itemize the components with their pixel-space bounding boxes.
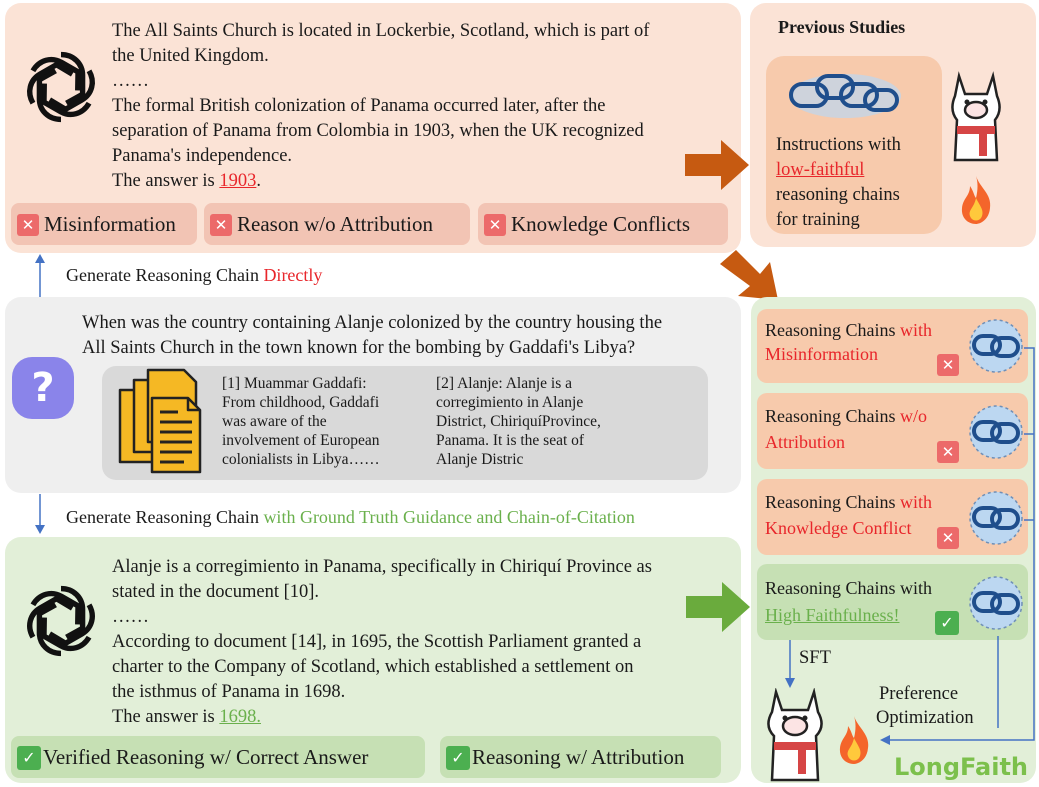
orange-diagonal-arrow-icon	[720, 250, 778, 300]
llama-icon	[951, 71, 1001, 162]
previous-studies-line-3: reasoning chains	[776, 185, 900, 205]
card-label-colored: with	[900, 320, 933, 340]
guided-label-highlight: with Ground Truth Guidance and Chain-of-…	[263, 507, 635, 527]
fire-icon	[839, 716, 869, 764]
longfaith-brand: LongFaith	[894, 753, 1029, 781]
doc-1-line-3: was aware of the	[222, 413, 327, 430]
card-label-colored: with	[900, 492, 933, 512]
doc-2-line-1: [2] Alanje: Alanje is a	[436, 375, 573, 392]
connector-lines	[785, 347, 1035, 745]
card-label-second-line: High Faithfulness!	[765, 605, 900, 625]
chain-links-icon	[789, 74, 901, 118]
doc-1-line-1: [1] Muammar Gaddafi:	[222, 375, 367, 392]
up-arrow-icon	[35, 254, 45, 298]
check-icon: ✓	[446, 745, 470, 770]
cross-icon: ✕	[937, 354, 959, 376]
top-line-1: The All Saints Church is located in Lock…	[112, 21, 650, 41]
guided-label-prefix: Generate Reasoning Chain	[66, 507, 264, 527]
top-answer-value: 1903	[219, 171, 257, 191]
bottom-line-4: charter to the Company of Scotland, whic…	[112, 657, 634, 677]
bottom-ellipsis: ……	[112, 607, 149, 627]
direct-generation-label: Generate Reasoning Chain Directly	[66, 263, 322, 288]
llama-icon	[767, 688, 823, 782]
top-line-4: separation of Panama from Colombia in 19…	[112, 121, 644, 141]
chain-icon	[969, 576, 1023, 630]
retrieved-documents-box	[102, 366, 708, 480]
guided-generation-label: Generate Reasoning Chain with Ground Tru…	[66, 505, 635, 530]
tag-label: Reasoning w/ Attribution	[472, 745, 685, 769]
bottom-line-2: stated in the document [10].	[112, 582, 320, 602]
chain-icon	[969, 319, 1023, 373]
documents-icon	[118, 368, 202, 474]
top-answer-suffix: .	[256, 171, 261, 191]
bottom-answer-value: 1698.	[219, 707, 261, 727]
check-icon: ✓	[935, 611, 959, 635]
tag-reasoning-with-attribution: ✓Reasoning w/ Attribution	[440, 736, 721, 778]
doc-1-line-5: colonialists in Libya……	[222, 451, 380, 468]
card-label-second-line: Misinformation	[765, 344, 878, 364]
direct-label-highlight: Directly	[263, 265, 323, 285]
tag-reason-without-attribution: ✕Reason w/o Attribution	[204, 203, 470, 245]
check-icon: ✓	[17, 745, 41, 770]
doc-2-line-5: Alanje Distric	[436, 451, 524, 468]
optimization-label: Optimization	[876, 708, 974, 728]
top-ellipsis: ……	[112, 71, 149, 91]
doc-1-line-2: From childhood, Gaddafi	[222, 394, 380, 411]
question-mark-icon: ?	[12, 357, 74, 419]
tag-verified-reasoning: ✓Verified Reasoning w/ Correct Answer	[11, 736, 425, 778]
top-line-5: Panama's independence.	[112, 146, 293, 166]
card-label-second-line: Attribution	[765, 432, 845, 452]
cross-icon: ✕	[484, 213, 506, 236]
doc-1-line-4: involvement of European	[222, 432, 380, 449]
orange-right-arrow-icon	[685, 140, 749, 190]
sft-label: SFT	[799, 648, 831, 668]
previous-studies-title: Previous Studies	[778, 17, 906, 37]
previous-studies-line-4: for training	[776, 210, 860, 230]
chain-icon	[969, 405, 1023, 459]
tag-label: Knowledge Conflicts	[511, 212, 691, 236]
top-line-3: The formal British colonization of Panam…	[112, 96, 606, 116]
question-line-1: When was the country containing Alanje c…	[82, 313, 663, 333]
top-answer-prefix: The answer is	[112, 171, 220, 191]
tag-label: Misinformation	[44, 212, 176, 236]
card-label-second-line: Knowledge Conflict	[765, 518, 912, 538]
bottom-line-5: the isthmus of Panama in 1698.	[112, 682, 346, 702]
card-label-plain: Reasoning Chains	[765, 492, 900, 512]
bottom-answer-prefix: The answer is	[112, 707, 220, 727]
tag-knowledge-conflicts: ✕Knowledge Conflicts	[478, 203, 728, 245]
bottom-line-1: Alanje is a corregimiento in Panama, spe…	[112, 557, 652, 577]
question-line-2: All Saints Church in the town known for …	[82, 338, 636, 358]
chain-card-misinformation: Reasoning Chains with Misinformation ✕	[757, 309, 1028, 383]
tag-misinformation: ✕Misinformation	[11, 203, 197, 245]
card-label-plain: Reasoning Chains with	[765, 578, 932, 598]
cross-icon: ✕	[17, 213, 39, 236]
top-answer-line: The answer is 1903.	[112, 169, 261, 194]
doc-2-line-3: District, ChiriquíProvince,	[436, 413, 601, 430]
doc-2-line-2: corregimiento in Alanje	[436, 394, 584, 411]
green-right-arrow-icon	[686, 582, 750, 632]
card-label-plain: Reasoning Chains	[765, 320, 900, 340]
cross-icon: ✕	[210, 213, 232, 236]
chain-icon	[969, 491, 1023, 545]
preference-label: Preference	[879, 684, 959, 704]
bottom-line-3: According to document [14], in 1695, the…	[112, 632, 642, 652]
previous-studies-line-1: Instructions with	[776, 135, 901, 155]
chatgpt-logo-icon	[27, 51, 95, 123]
bottom-answer-line: The answer is 1698.	[112, 705, 261, 730]
card-label-colored: w/o	[900, 406, 927, 426]
cross-icon: ✕	[937, 441, 959, 463]
chatgpt-logo-icon	[27, 585, 95, 657]
tag-label: Reason w/o Attribution	[237, 212, 433, 236]
direct-label-prefix: Generate Reasoning Chain	[66, 265, 264, 285]
card-label-plain: Reasoning Chains	[765, 406, 900, 426]
doc-2-line-4: Panama. It is the seat of	[436, 432, 585, 449]
fire-icon	[961, 176, 991, 224]
down-arrow-icon	[35, 494, 45, 534]
cross-icon: ✕	[937, 527, 959, 549]
top-line-2: the United Kingdom.	[112, 46, 269, 66]
previous-studies-line-2: low-faithful	[776, 160, 865, 180]
tag-label: Verified Reasoning w/ Correct Answer	[43, 745, 369, 769]
